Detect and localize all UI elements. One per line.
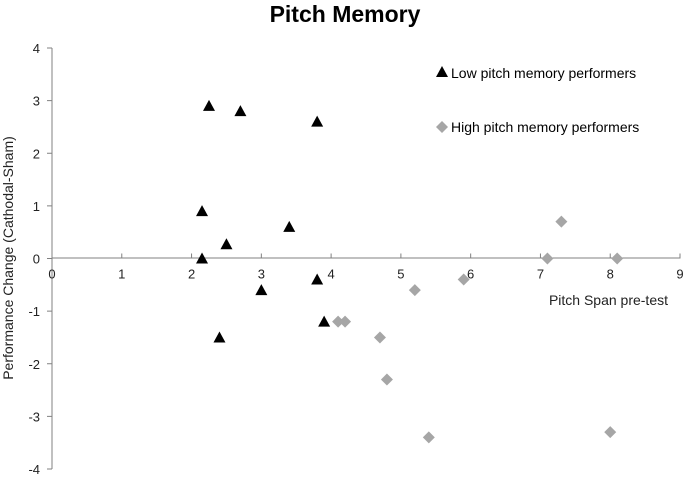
y-axis-label: Performance Change (Cathodal-Sham) [0, 136, 16, 380]
low-performer-point [203, 99, 215, 111]
high-performer-point [373, 331, 386, 344]
x-tick-label: 0 [48, 267, 55, 282]
legend-diamond-marker [436, 121, 448, 133]
x-tick-label: 5 [397, 267, 404, 282]
legend-label-high: High pitch memory performers [451, 119, 639, 135]
low-performer-point [255, 284, 268, 296]
high-performer-point [332, 315, 345, 328]
data-points [196, 99, 624, 444]
y-tick-label: -2 [28, 357, 40, 372]
y-tick-label: -3 [28, 409, 40, 424]
x-axis-ticks: 0 1 2 3 4 5 6 7 8 9 [48, 253, 684, 282]
x-tick-label: 6 [467, 267, 474, 282]
high-performer-point [422, 431, 435, 444]
low-performer-point [196, 252, 209, 264]
high-performer-point [339, 315, 352, 328]
y-tick-label: 2 [33, 146, 40, 161]
y-tick-label: 3 [33, 94, 40, 109]
chart-title: Pitch Memory [270, 1, 421, 27]
legend-item-high: High pitch memory performers [436, 119, 639, 135]
low-performer-point [311, 115, 324, 127]
y-tick-label: 1 [33, 199, 40, 214]
y-axis-ticks: 4 3 2 1 0 -1 -2 -3 -4 [28, 41, 52, 477]
y-tick-label: 4 [33, 41, 40, 56]
low-performer-point [311, 273, 324, 285]
legend-triangle-marker [436, 66, 448, 77]
y-tick-label: 0 [33, 252, 40, 267]
low-performer-point [213, 331, 226, 343]
y-tick-label: -1 [28, 304, 40, 319]
low-performer-point [283, 220, 296, 232]
x-tick-label: 1 [118, 267, 125, 282]
high-performer-point [611, 252, 624, 265]
low-performer-point [318, 315, 331, 327]
high-performer-point [380, 373, 393, 386]
x-tick-label: 2 [188, 267, 195, 282]
high-performer-point [541, 252, 554, 265]
x-tick-label: 8 [607, 267, 614, 282]
low-performer-point [234, 105, 247, 117]
legend-label-low: Low pitch memory performers [451, 65, 636, 81]
low-performer-point [196, 205, 209, 217]
x-tick-label: 4 [327, 267, 334, 282]
legend-item-low: Low pitch memory performers [436, 65, 636, 81]
high-performer-point [457, 273, 470, 286]
high-performer-point [555, 215, 568, 228]
legend: Low pitch memory performers High pitch m… [436, 65, 639, 135]
x-tick-label: 9 [676, 267, 683, 282]
high-performer-point [604, 426, 617, 439]
low-performer-point [220, 238, 233, 250]
x-tick-label: 3 [258, 267, 265, 282]
high-performer-point [408, 284, 421, 297]
y-tick-label: -4 [28, 462, 40, 477]
x-axis-label: Pitch Span pre-test [549, 292, 668, 308]
x-tick-label: 7 [537, 267, 544, 282]
